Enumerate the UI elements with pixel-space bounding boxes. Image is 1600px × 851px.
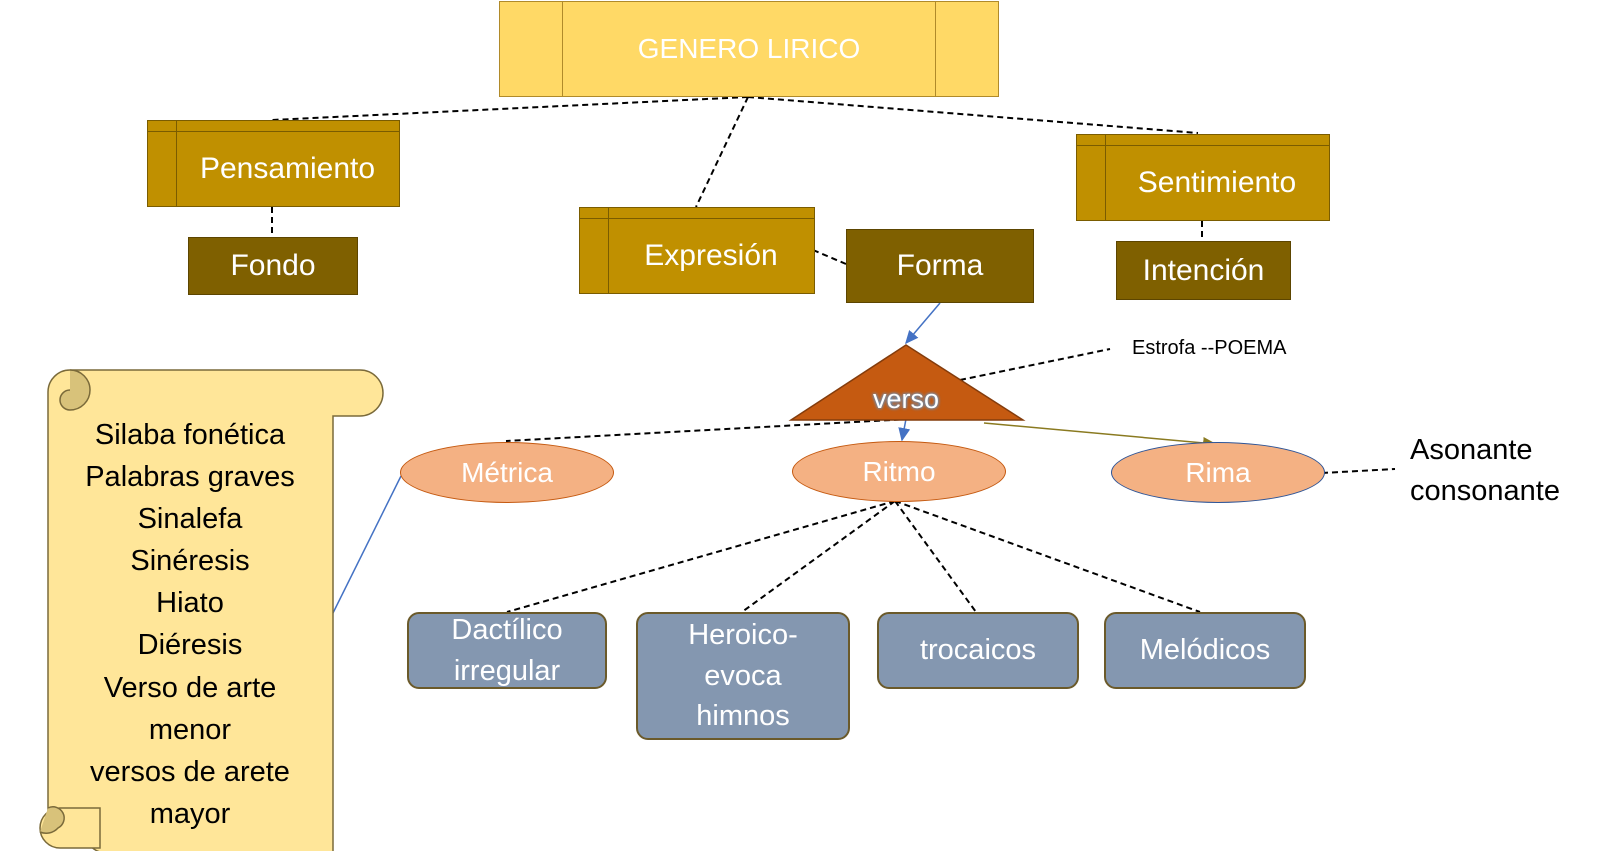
- title-text: GENERO LIRICO: [637, 33, 861, 64]
- line-verso-metrica: [505, 418, 911, 442]
- line-ritmo-heroico: [741, 500, 896, 613]
- fondo-label: Fondo: [230, 249, 316, 282]
- ritmo-type-line: Dactílico: [451, 613, 563, 646]
- scroll-item: Sinalefa: [137, 503, 243, 536]
- scroll-item: Hiato: [156, 587, 224, 620]
- estrofa-label: Estrofa --POEMA: [1132, 337, 1287, 359]
- sentimiento-node: Sentimiento: [1076, 134, 1330, 221]
- arrow-verso-rima: [983, 422, 1217, 449]
- ritmo-type-line: himnos: [696, 700, 790, 733]
- pensamiento-label: Pensamiento: [199, 151, 376, 185]
- intencion-label: Intención: [1142, 253, 1265, 287]
- rima-type-asonante: Asonante: [1410, 434, 1533, 466]
- scroll-shape: [39, 369, 384, 851]
- ritmo-type-line: Melódicos: [1139, 634, 1271, 667]
- verso-label: verso: [872, 384, 940, 414]
- verso-triangle: [788, 344, 1026, 421]
- metrica-node: Métrica: [400, 442, 614, 503]
- ritmo-type-heroico: Heroico- evoca himnos: [636, 612, 850, 740]
- rima-type-consonante: consonante: [1410, 474, 1560, 507]
- line-rima-asonante: [1321, 468, 1396, 474]
- line-ritmo-trocaicos: [894, 500, 977, 613]
- ritmo-type-line: trocaicos: [919, 634, 1037, 667]
- scroll-item: mayor: [149, 797, 231, 830]
- ritmo-node: Ritmo: [792, 441, 1006, 502]
- line-scroll-metrica: [332, 475, 402, 614]
- scroll-item: Sinéresis: [130, 545, 250, 578]
- line-title-sentimiento: [747, 96, 1199, 134]
- arrow-verso-ritmo: [898, 418, 911, 442]
- ritmo-type-trocaicos: trocaicos: [877, 612, 1079, 689]
- expresion-label: Expresión: [644, 238, 778, 272]
- ritmo-type-line: evoca: [704, 659, 782, 692]
- fondo-node: Fondo: [188, 237, 358, 295]
- pensamiento-node: Pensamiento: [147, 120, 400, 207]
- line-title-expresion: [695, 96, 749, 208]
- expresion-node: Expresión: [579, 207, 815, 294]
- ritmo-label: Ritmo: [862, 455, 936, 487]
- rima-label: Rima: [1185, 456, 1251, 488]
- ritmo-type-dactilico: Dactílico irregular: [407, 612, 607, 689]
- rima-types: Asonante consonante: [1410, 430, 1560, 511]
- ritmo-type-melodicos: Melódicos: [1104, 612, 1306, 689]
- scroll-item: Verso de arte: [103, 671, 277, 704]
- scroll-item: Palabras graves: [85, 461, 295, 494]
- scroll-item: Silaba fonética: [94, 419, 286, 451]
- rima-node: Rima: [1111, 442, 1325, 503]
- scroll-item: Diéresis: [137, 629, 243, 662]
- forma-label: Forma: [896, 249, 984, 282]
- intencion-node: Intención: [1116, 241, 1291, 300]
- sentimiento-label: Sentimiento: [1137, 165, 1297, 199]
- title-node: GENERO LIRICO: [499, 1, 999, 97]
- scroll-item: menor: [148, 713, 232, 746]
- metrica-label: Métrica: [461, 456, 553, 488]
- scroll-list: Silaba fonética Palabras graves Sinalefa…: [70, 414, 310, 835]
- line-verso-estrofa: [959, 348, 1111, 381]
- scroll-item: versos de arete: [90, 755, 290, 788]
- forma-node: Forma: [846, 229, 1034, 303]
- arrow-forma-verso: [905, 302, 941, 345]
- line-ritmo-melodicos: [894, 500, 1201, 613]
- line-ritmo-dactilico: [506, 500, 896, 613]
- line-title-pensamiento: [271, 96, 749, 121]
- ritmo-type-line: Heroico-: [688, 619, 798, 652]
- ritmo-type-line: irregular: [453, 654, 561, 687]
- line-expresion-forma: [812, 249, 847, 265]
